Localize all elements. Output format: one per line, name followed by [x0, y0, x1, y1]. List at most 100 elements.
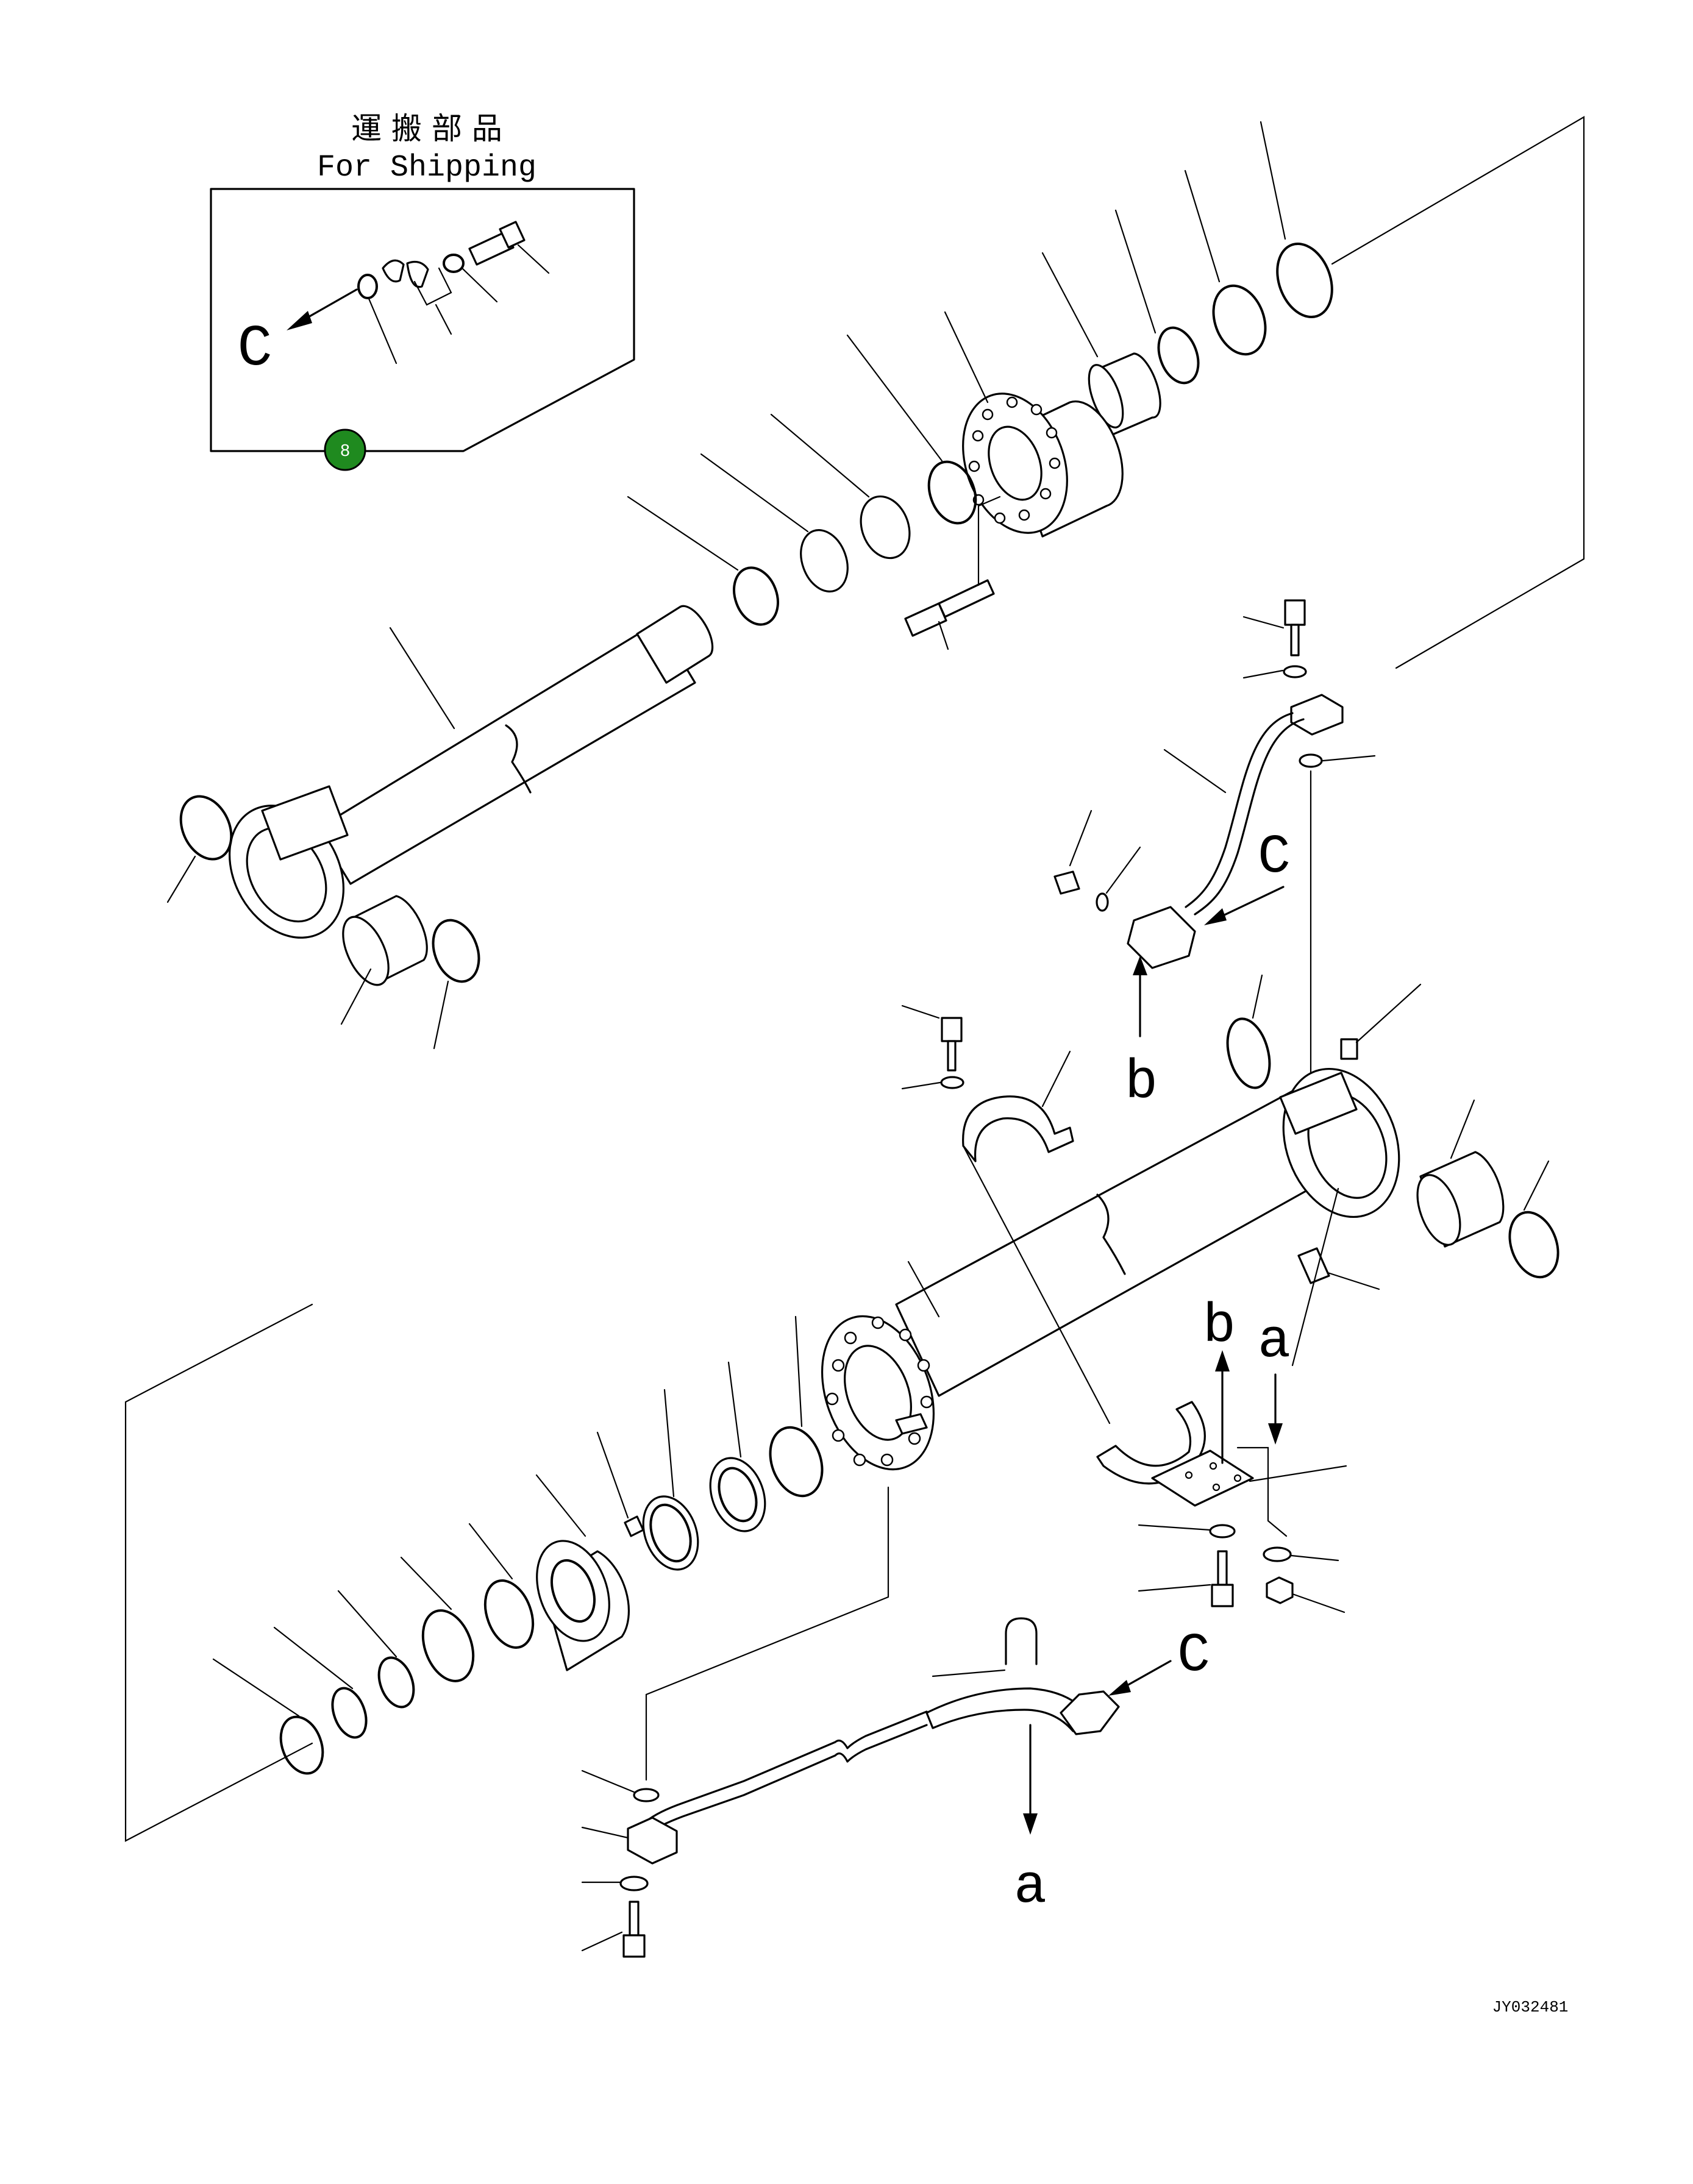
tube-bottom-dust-seal-leader [1523, 1160, 1550, 1211]
for-shipping-inset: 運 搬 部 品 For Shipping C 8 [210, 111, 635, 471]
o-ring-rod [733, 566, 779, 626]
upper-pipe-clamp [901, 1005, 1074, 1162]
shipping-washer [357, 274, 378, 299]
callout-8-number[interactable]: 8 [340, 441, 350, 460]
lower-clamp-bolt [1138, 1550, 1234, 1607]
lower-pipe-tube [645, 1724, 928, 1836]
grease-fitting [1297, 1247, 1380, 1290]
cylinder-tube-leader [907, 1261, 940, 1318]
cylinder-head-group [733, 242, 1333, 637]
lower-pipe-frame-leader [645, 1596, 889, 1781]
shipping-o-ring [443, 254, 465, 273]
rod-eye-dust-seal-2-leader [433, 980, 449, 1050]
piston-ring-a [483, 1579, 535, 1649]
lower-clamp-nut [1266, 1576, 1294, 1604]
upper-leaders [627, 121, 1286, 650]
cylinder-tube [821, 1067, 1400, 1471]
pipe-arrow-c-upper [1218, 886, 1285, 919]
tube-plug [1340, 983, 1422, 1060]
lower-pipe-tube-2 [645, 1710, 928, 1823]
piston-ring-d [331, 1687, 368, 1739]
label-b-lower: b [1203, 1296, 1236, 1358]
tube-frame-leader [1291, 1187, 1339, 1367]
arrowhead-c-lower [1108, 1680, 1131, 1696]
label-a-lower: a [1014, 1857, 1047, 1919]
piston-set-screw [596, 1431, 644, 1537]
piston [535, 1474, 630, 1671]
pipe-bolt-upper [1242, 599, 1306, 656]
arrowhead-a-lower [1023, 1813, 1038, 1835]
snap-ring [1157, 326, 1200, 385]
label-c-upper: C [1258, 827, 1291, 889]
rod-packing [927, 460, 977, 525]
assembly-frame-lower [124, 1303, 313, 1842]
cylinder-tube-flange [821, 1315, 935, 1471]
u-bolt [932, 1617, 1038, 1677]
pipe-tube-upper-2 [1185, 712, 1294, 908]
piston-wear-ring [642, 1389, 699, 1571]
callout-8[interactable]: 8 [324, 429, 366, 471]
lower-pipe-flange [627, 1816, 678, 1865]
pipe-plug-oring [1096, 892, 1109, 912]
lower-pipe-washer [619, 1876, 649, 1891]
arrow-c-lower [1121, 1660, 1172, 1690]
lower-clamp-plate [1151, 1449, 1254, 1507]
pipe-arrowhead-c-upper [1204, 908, 1227, 925]
backup-ring-upper [1212, 284, 1267, 356]
pipe-arrowhead-b-upper [1133, 956, 1147, 975]
lower-clamp-band [1096, 1401, 1206, 1485]
backup-ring-lower [709, 1457, 766, 1532]
clamp-washer-upper [940, 1076, 964, 1089]
upper-clamp-diagonal-leader [962, 1145, 1111, 1425]
rod-eye-dust-seal-2 [432, 919, 480, 983]
rod-eye-dust-seal-leader [166, 855, 196, 903]
assembly-frame-upper [1331, 116, 1585, 669]
rod-eye-dust-seal [179, 795, 233, 861]
cylinder-bottom-eye [1279, 1067, 1400, 1218]
clamp-band-upper [962, 1095, 1074, 1162]
shipping-leader-bolt [517, 244, 550, 274]
for-shipping-title-en: For Shipping [317, 151, 536, 185]
arrowhead-b-lower [1215, 1350, 1230, 1371]
clamp-bolt-upper [901, 1005, 963, 1072]
lower-pipe-fitting [1060, 1690, 1120, 1735]
piston-rod [228, 605, 714, 939]
head-bolt-holes [968, 396, 1061, 524]
shipping-leader-washer [368, 297, 397, 365]
tube-o-ring-lower [769, 1426, 824, 1498]
rod-eye-bushing [340, 895, 428, 1025]
shipping-leader-clamp [413, 267, 452, 306]
callout-8-circle[interactable] [324, 429, 366, 471]
pipe-tube-upper [1194, 718, 1305, 916]
piston-ring-c [377, 1656, 415, 1709]
lower-pipe-assembly: C a [581, 1486, 1210, 1958]
shipping-bolt [468, 221, 526, 266]
piston-ring-b [421, 1609, 475, 1682]
upper-pipe-assembly: C b [1053, 599, 1376, 1114]
piston-rod-threaded-end [636, 605, 714, 684]
pipe-plug [1053, 809, 1092, 895]
lower-clamp-washer-2 [1263, 1546, 1292, 1562]
shipping-label-c: C [237, 316, 273, 382]
for-shipping-title-jp: 運 搬 部 品 [351, 111, 502, 146]
u-packing [800, 529, 849, 592]
piston-rod-break [505, 724, 532, 794]
dust-seal-ring [1276, 242, 1333, 319]
head-bolt [904, 579, 995, 637]
head-bolt-leader [977, 496, 1001, 586]
label-b-upper: b [1125, 1052, 1158, 1114]
piston-rod-leader [389, 627, 455, 730]
piston-ring-e [279, 1715, 324, 1775]
rod-eye [228, 785, 349, 939]
shipping-clamp-halves [382, 259, 429, 288]
shipping-arrowhead-c [287, 311, 312, 330]
shipping-leader-oring [461, 267, 498, 303]
lower-clamp-assembly: b a [1096, 1296, 1347, 1613]
pipe-flange-lower [1127, 906, 1196, 969]
shipping-leader-clamp-tail [435, 304, 452, 335]
lower-packing-parts [212, 1315, 824, 1775]
lower-clamp-washer [1209, 1524, 1236, 1538]
pipe-o-ring-upper [1299, 753, 1323, 768]
arrowhead-a-upper [1268, 1423, 1283, 1445]
